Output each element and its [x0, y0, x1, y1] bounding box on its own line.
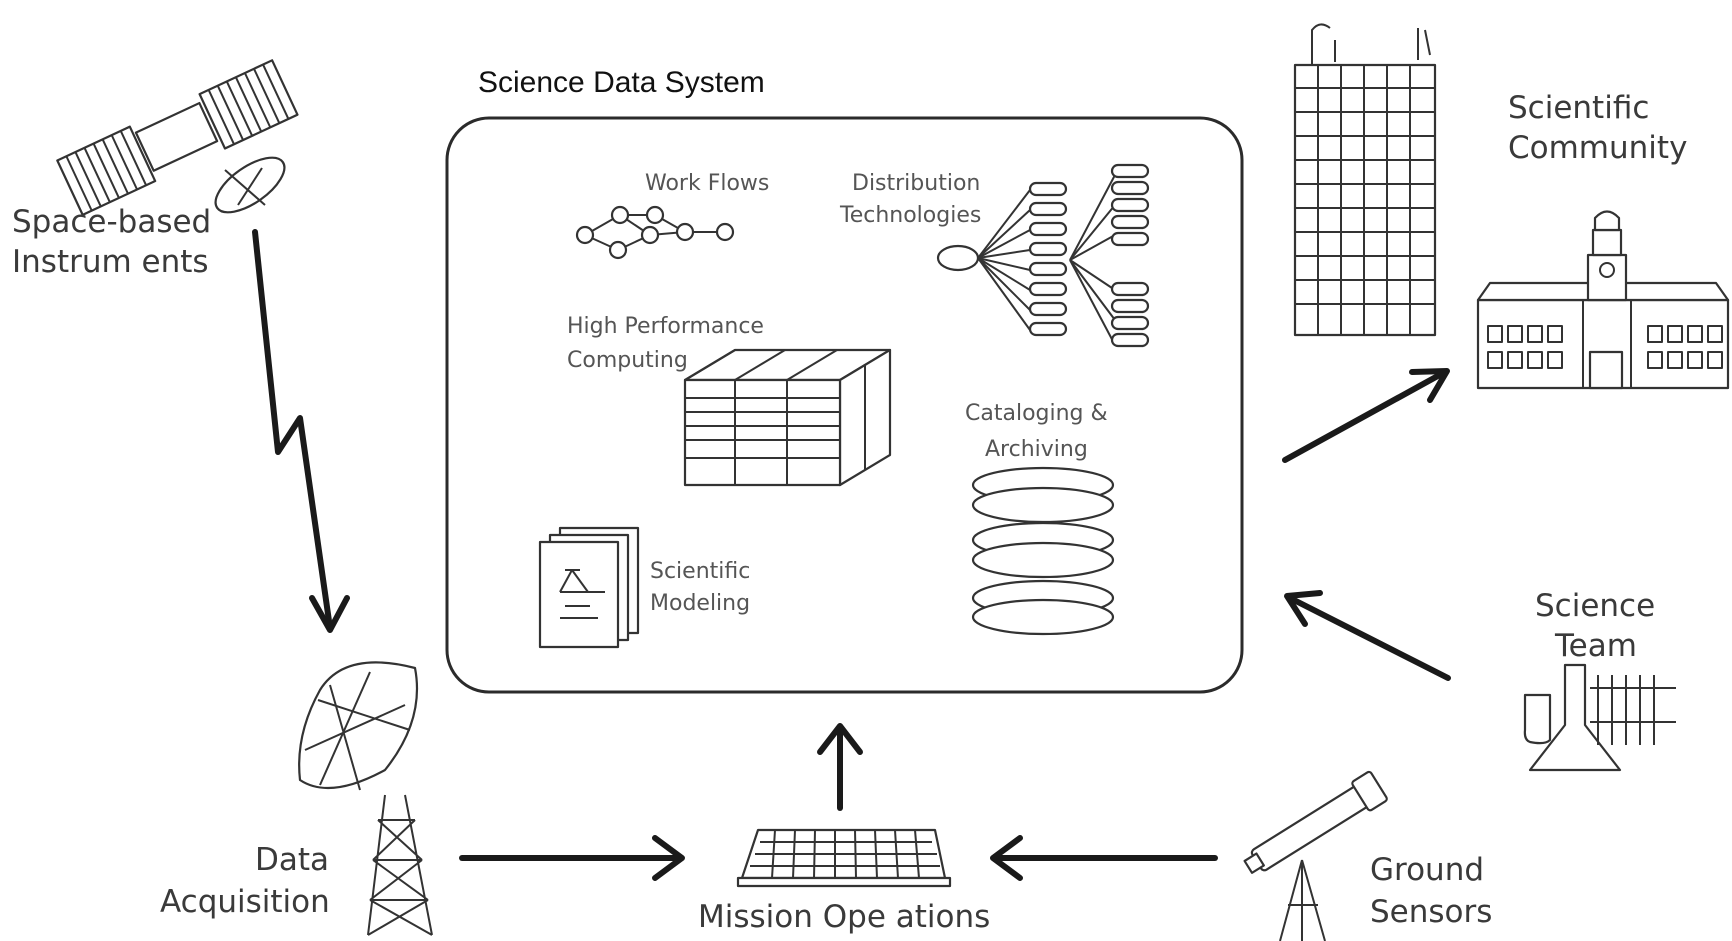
- svg-text:Instrum ents: Instrum ents: [12, 244, 209, 280]
- space-based-instruments-label: Space-based Instrum ents: [12, 204, 211, 280]
- svg-text:High Performance: High Performance: [567, 314, 764, 339]
- hpc-label: High Performance Computing: [567, 314, 764, 373]
- svg-text:Science: Science: [1535, 588, 1655, 624]
- svg-text:Archiving: Archiving: [985, 437, 1088, 462]
- svg-text:Community: Community: [1508, 130, 1687, 166]
- svg-text:Sensors: Sensors: [1370, 894, 1492, 930]
- satellite-icon: [56, 59, 299, 216]
- svg-text:Data: Data: [255, 842, 329, 878]
- svg-text:Cataloging &: Cataloging &: [965, 401, 1108, 426]
- downlink-arrow: [252, 229, 333, 631]
- office-building-icon: [1293, 23, 1437, 337]
- svg-text:Distribution: Distribution: [852, 171, 980, 196]
- svg-text:Team: Team: [1554, 628, 1637, 664]
- workflows-label: Work Flows: [645, 171, 769, 196]
- lab-glassware-icon: [1523, 663, 1676, 772]
- svg-text:Scientific: Scientific: [1508, 90, 1649, 126]
- system-title: Science Data System: [478, 66, 765, 99]
- workflow-graph-icon: [575, 205, 735, 260]
- svg-text:Space-based: Space-based: [12, 204, 211, 240]
- university-building-icon: [1476, 210, 1730, 390]
- database-stack-icon: [971, 466, 1115, 636]
- svg-text:Modeling: Modeling: [650, 591, 750, 616]
- mission-operations-keyboard-icon: [736, 828, 952, 888]
- svg-text:Technologies: Technologies: [839, 203, 981, 228]
- ground-station-dish-icon: [298, 661, 433, 936]
- svg-text:Scientific: Scientific: [650, 559, 750, 584]
- ground-sensors-label: Ground Sensors: [1370, 852, 1492, 930]
- mission-operations-label: Mission Ope ations: [698, 899, 990, 935]
- distribution-tree-icon: [936, 163, 1150, 348]
- svg-text:Ground: Ground: [1370, 852, 1484, 888]
- system-to-community-arrow: [1282, 369, 1448, 463]
- cataloging-label: Cataloging & Archiving: [965, 401, 1108, 462]
- svg-text:Acquisition: Acquisition: [160, 884, 330, 920]
- server-rack-icon: [683, 348, 892, 487]
- telescope-icon: [1243, 770, 1388, 941]
- svg-text:Computing: Computing: [567, 348, 688, 373]
- scientific-community-label: Scientific Community: [1508, 90, 1687, 166]
- science-data-system-box: [445, 116, 1244, 694]
- data-acquisition-label: Data Acquisition: [160, 842, 330, 920]
- science-team-label: Science Team: [1535, 588, 1655, 664]
- team-to-system-arrow: [1287, 595, 1451, 681]
- distribution-label: Distribution Technologies: [839, 171, 981, 228]
- document-stack-icon: [538, 526, 640, 649]
- modeling-label: Scientific Modeling: [650, 559, 750, 616]
